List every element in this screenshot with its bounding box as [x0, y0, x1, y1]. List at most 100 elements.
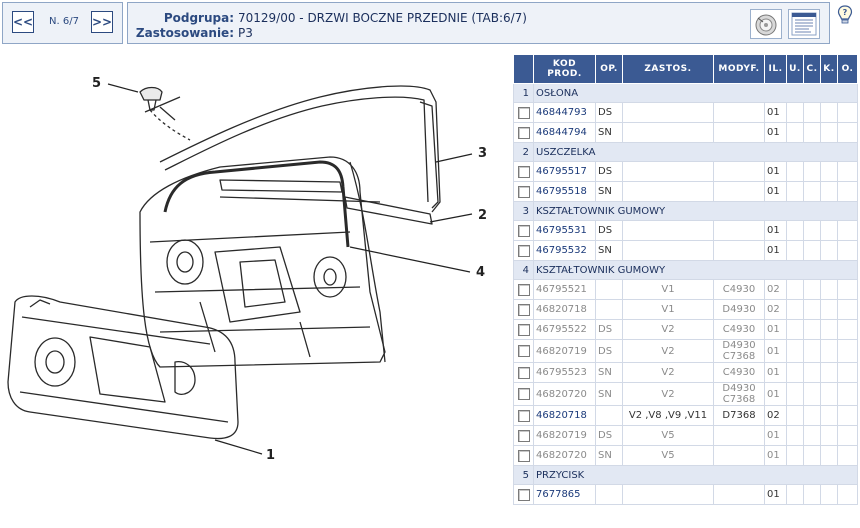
column-header-o: O.: [837, 54, 858, 84]
k-cell: [820, 362, 838, 383]
c-cell: [803, 240, 821, 261]
row-checkbox[interactable]: [517, 388, 530, 400]
part-code[interactable]: 46795523: [533, 362, 596, 383]
usage-cell: [622, 102, 714, 123]
modification-cell: [713, 240, 765, 261]
select-cell: [513, 240, 534, 261]
k-cell: [820, 445, 838, 466]
previous-page-button[interactable]: <<: [12, 11, 34, 33]
quantity-cell: 01: [764, 122, 787, 143]
row-checkbox[interactable]: [517, 366, 530, 379]
select-cell: [513, 161, 534, 182]
part-code[interactable]: 46795532: [533, 240, 596, 261]
k-cell: [820, 484, 838, 505]
row-checkbox[interactable]: [517, 126, 530, 139]
callout-label: 5: [92, 76, 101, 91]
part-code[interactable]: 46820718: [533, 299, 596, 320]
callout-label: 2: [478, 208, 487, 223]
usage-cell: V1: [622, 299, 714, 320]
help-bulb-icon[interactable]: ?: [836, 4, 854, 26]
page-indicator: N. 6/7: [49, 16, 79, 27]
usage-cell: [622, 122, 714, 143]
document-icon[interactable]: [788, 9, 820, 39]
row-checkbox[interactable]: [517, 303, 530, 316]
row-checkbox[interactable]: [517, 165, 530, 178]
part-code[interactable]: 7677865: [533, 484, 596, 505]
row-checkbox[interactable]: [517, 409, 530, 422]
op-cell: DS: [595, 339, 623, 363]
o-cell: [837, 279, 858, 300]
part-code[interactable]: 46795517: [533, 161, 596, 182]
row-checkbox[interactable]: [517, 429, 530, 442]
c-cell: [803, 181, 821, 202]
k-cell: [820, 122, 838, 143]
part-code[interactable]: 46820719: [533, 425, 596, 446]
part-code[interactable]: 46795518: [533, 181, 596, 202]
k-cell: [820, 405, 838, 426]
callout-label: 1: [266, 448, 275, 463]
part-code[interactable]: 46820720: [533, 445, 596, 466]
k-cell: [820, 161, 838, 182]
k-cell: [820, 220, 838, 241]
quantity-cell: 01: [764, 362, 787, 383]
row-checkbox[interactable]: [517, 106, 530, 119]
part-code[interactable]: 46820719: [533, 339, 596, 363]
modification-cell: C4930: [713, 279, 765, 300]
c-cell: [803, 319, 821, 340]
column-header-k: K.: [820, 54, 838, 84]
disc-icon[interactable]: [750, 9, 782, 39]
quantity-cell: 02: [764, 299, 787, 320]
usage-cell: [622, 220, 714, 241]
modification-cell: [713, 425, 765, 446]
k-cell: [820, 425, 838, 446]
modification-cell: [713, 484, 765, 505]
group-number: 2: [513, 142, 534, 162]
k-cell: [820, 319, 838, 340]
row-checkbox[interactable]: [517, 185, 530, 198]
part-code[interactable]: 46844793: [533, 102, 596, 123]
quantity-cell: 01: [764, 339, 787, 363]
o-cell: [837, 339, 858, 363]
next-page-button[interactable]: >>: [91, 11, 113, 33]
group-name: KSZTAŁTOWNIK GUMOWY: [533, 201, 858, 221]
row-checkbox[interactable]: [517, 224, 530, 237]
row-checkbox[interactable]: [517, 283, 530, 296]
row-checkbox[interactable]: [517, 488, 530, 501]
u-cell: [786, 161, 804, 182]
op-cell: SN: [595, 382, 623, 406]
row-checkbox[interactable]: [517, 449, 530, 462]
row-checkbox[interactable]: [517, 323, 530, 336]
o-cell: [837, 240, 858, 261]
row-checkbox[interactable]: [517, 244, 530, 257]
group-number: 3: [513, 201, 534, 221]
row-checkbox[interactable]: [517, 345, 530, 357]
part-code[interactable]: 46795522: [533, 319, 596, 340]
door-inner-panel: [139, 156, 386, 368]
group-number: 5: [513, 465, 534, 485]
parts-table: KOD PROD. OP. ZASTOS. MODYF. IL. U. C. K…: [513, 54, 858, 505]
quantity-cell: 01: [764, 181, 787, 202]
c-cell: [803, 339, 821, 363]
column-header-quantity: IL.: [764, 54, 787, 84]
select-cell: [513, 382, 534, 406]
c-cell: [803, 220, 821, 241]
k-cell: [820, 299, 838, 320]
part-code[interactable]: 46795531: [533, 220, 596, 241]
part-code[interactable]: 46820718: [533, 405, 596, 426]
select-cell: [513, 319, 534, 340]
part-code[interactable]: 46820720: [533, 382, 596, 406]
c-cell: [803, 425, 821, 446]
part-code[interactable]: 46844794: [533, 122, 596, 143]
usage-label: Zastosowanie:: [135, 26, 234, 40]
u-cell: [786, 362, 804, 383]
select-cell: [513, 445, 534, 466]
part-code[interactable]: 46795521: [533, 279, 596, 300]
